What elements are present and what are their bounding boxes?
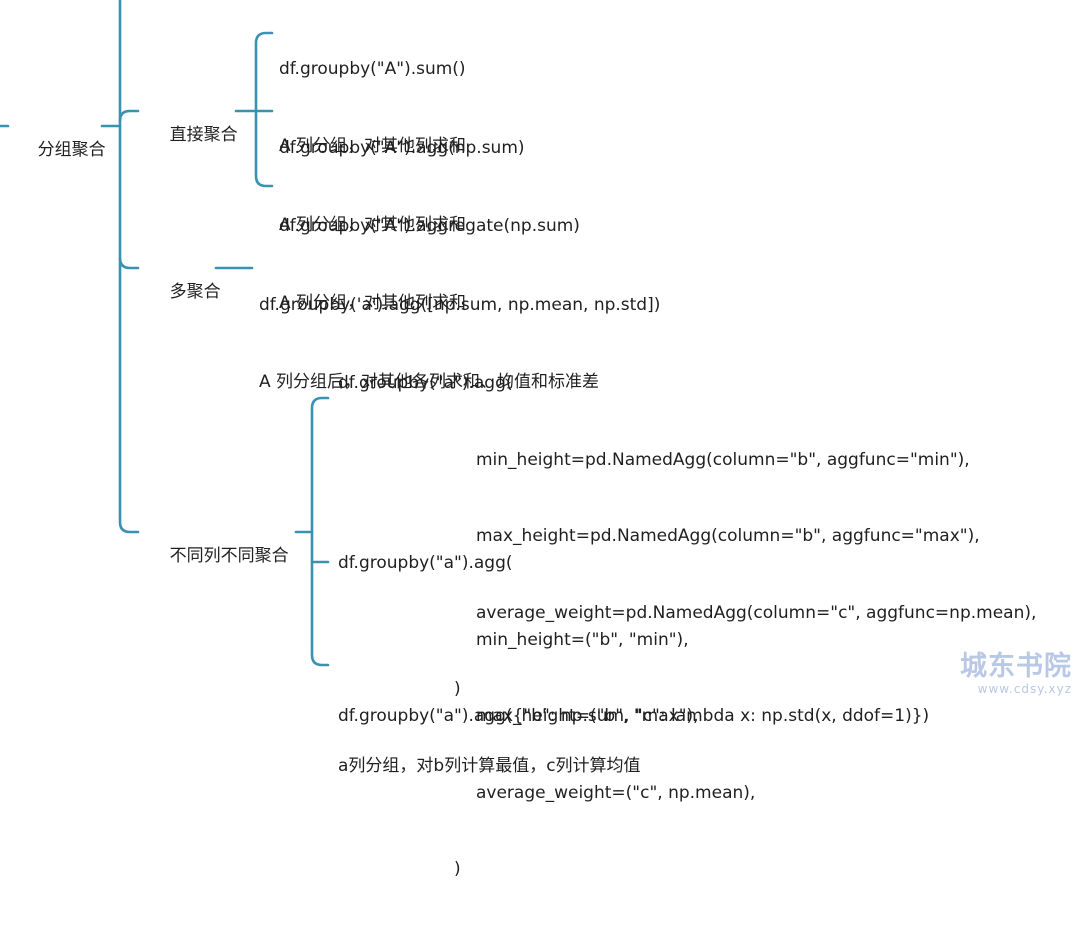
percol-item-2-line-4: average_weight=("c", np.mean), bbox=[476, 782, 756, 803]
percol-item-3[interactable]: df.groupby("a").agg({"b": np.sum, "c": l… bbox=[338, 653, 929, 781]
connector-main-trunk bbox=[118, 0, 140, 534]
branch-direct-label: 直接聚合 bbox=[169, 125, 238, 145]
branch-direct-node[interactable]: 直接聚合 bbox=[148, 99, 238, 171]
percol-item-1-line-2: min_height=pd.NamedAgg(column="b", aggfu… bbox=[476, 449, 970, 470]
mindmap-canvas: 分组聚合 直接聚合 多聚合 不同列不同聚合 df.groupby("A").su… bbox=[0, 0, 1072, 879]
direct-item-2[interactable]: df.groupby("A").agg(np.sum) A 列分组，对其他列求和 bbox=[279, 85, 525, 289]
direct-item-1[interactable]: df.groupby("A").sum() A 列分组，对其他列求和 bbox=[279, 6, 466, 210]
branch-multi-node[interactable]: 多聚合 bbox=[148, 256, 221, 328]
percol-item-2-line-5: ) bbox=[454, 859, 461, 879]
percol-item-2-line-2: min_height=("b", "min"), bbox=[476, 629, 689, 650]
watermark-title: 城东书院 bbox=[960, 651, 1072, 682]
multi-item-1[interactable]: df.groupby('a').agg([np.sum, np.mean, np… bbox=[259, 242, 660, 446]
root-node[interactable]: 分组聚合 bbox=[16, 114, 106, 186]
direct-item-3-desc: A 列分组，对其他列求和 bbox=[279, 292, 467, 313]
mindmap-connectors bbox=[0, 0, 330, 667]
bracket-percol bbox=[310, 396, 330, 667]
percol-item-1-line-4: average_weight=pd.NamedAgg(column="c", a… bbox=[476, 602, 1037, 623]
branch-multi-label: 多聚合 bbox=[169, 282, 221, 302]
direct-item-2-desc: A 列分组，对其他列求和 bbox=[279, 214, 467, 235]
branch-percol-label: 不同列不同聚合 bbox=[169, 546, 289, 566]
multi-item-1-desc: A 列分组后，对其他各列求和、均值和标准差 bbox=[259, 371, 600, 392]
multi-item-1-code: df.groupby('a').agg([np.sum, np.mean, np… bbox=[259, 295, 661, 315]
direct-item-1-desc: A 列分组，对其他列求和 bbox=[279, 135, 467, 156]
branch-percol-node[interactable]: 不同列不同聚合 bbox=[148, 520, 289, 592]
direct-item-1-code: df.groupby("A").sum() bbox=[279, 59, 466, 79]
percol-item-2-line-1: df.groupby("a").agg( bbox=[338, 553, 513, 573]
percol-item-3-line-1: df.groupby("a").agg({"b": np.sum, "c": l… bbox=[338, 706, 930, 726]
bracket-direct bbox=[254, 31, 274, 188]
direct-item-2-code: df.groupby("A").agg(np.sum) bbox=[279, 138, 525, 158]
percol-item-1[interactable]: df.groupby("a").agg( min_height=pd.Named… bbox=[338, 320, 1036, 830]
watermark-url: www.cdsy.xyz bbox=[977, 682, 1072, 696]
connector-trunk-multi bbox=[118, 256, 140, 270]
watermark: 城东书院 www.cdsy.xyz bbox=[960, 651, 1072, 697]
percol-item-1-line-3: max_height=pd.NamedAgg(column="b", aggfu… bbox=[476, 526, 980, 546]
direct-item-3-code: df.groupby("A").aggregate(np.sum) bbox=[279, 216, 580, 236]
percol-item-1-line-5: ) bbox=[454, 679, 461, 699]
percol-item-1-line-1: df.groupby("a").agg( bbox=[338, 373, 513, 393]
root-node-label: 分组聚合 bbox=[37, 140, 106, 160]
direct-item-3[interactable]: df.groupby("A").aggregate(np.sum) A 列分组，… bbox=[279, 163, 580, 367]
connector-trunk-direct bbox=[118, 109, 140, 123]
